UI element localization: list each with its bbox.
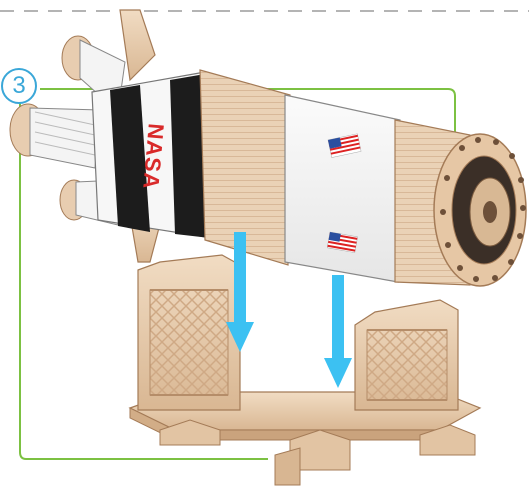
- wooden-stand: [130, 255, 480, 485]
- step-number: 3: [12, 74, 25, 98]
- step-number-badge: 3: [1, 68, 37, 104]
- down-arrow-icon: [324, 275, 352, 388]
- rocket-end-cap: [434, 134, 526, 286]
- rocket-model: NASA: [10, 10, 526, 286]
